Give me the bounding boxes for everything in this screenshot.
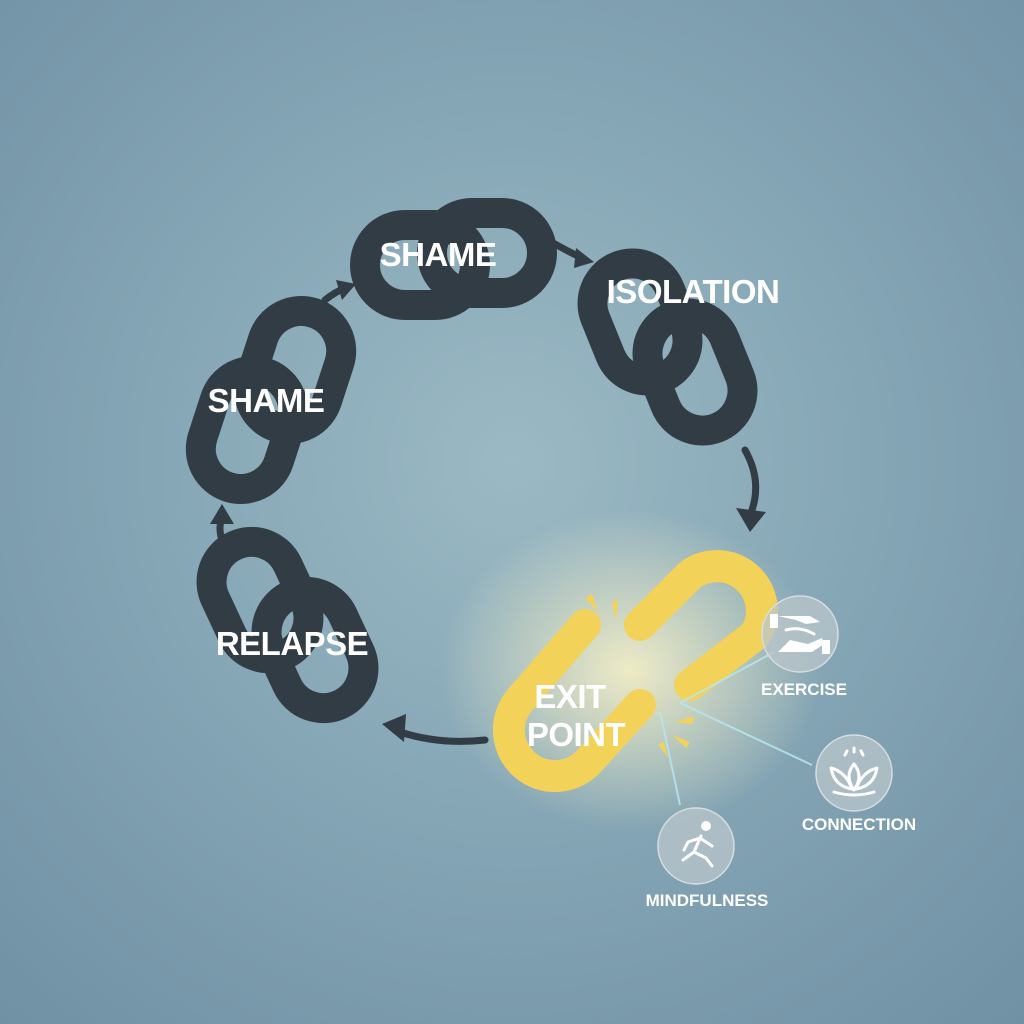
strategy-rays — [659, 651, 813, 806]
cycle-arrow-left-up — [210, 504, 234, 544]
strategy-connection: CONNECTION — [802, 734, 916, 834]
cycle-arrow-top-right — [544, 236, 594, 268]
exit-label-line2: POINT — [527, 716, 626, 753]
chain-link-relapse — [196, 526, 379, 724]
stage-label-shame-top: SHAME — [380, 236, 497, 273]
stage-label-relapse: RELAPSE — [216, 625, 368, 662]
cycle-arrow-bottom-left — [382, 714, 489, 745]
exit-glow — [440, 510, 820, 830]
chain-link-shame-top — [350, 198, 557, 320]
strategy-exercise: EXERCISE — [761, 595, 847, 699]
exit-label-line1: EXIT — [534, 678, 606, 715]
strategy-label-exercise: EXERCISE — [761, 680, 847, 699]
chain-link-shame-left — [185, 295, 357, 505]
exit-link — [492, 550, 778, 793]
cycle-arrow-right-down — [736, 446, 766, 532]
strategy-label-connection: CONNECTION — [802, 815, 916, 834]
stage-label-shame-left: SHAME — [208, 382, 325, 419]
lotus-icon — [829, 746, 879, 797]
strategy-mindfulness: MINDFULNESS — [646, 807, 769, 910]
stage-label-isolation: ISOLATION — [607, 273, 780, 310]
cycle-arrow-left-top — [321, 280, 356, 304]
running-person-icon — [681, 821, 714, 868]
strategy-label-mindfulness: MINDFULNESS — [646, 891, 769, 910]
break-sparks — [572, 594, 694, 758]
chain-link-isolation — [577, 248, 758, 446]
helping-hands-icon — [770, 614, 830, 654]
